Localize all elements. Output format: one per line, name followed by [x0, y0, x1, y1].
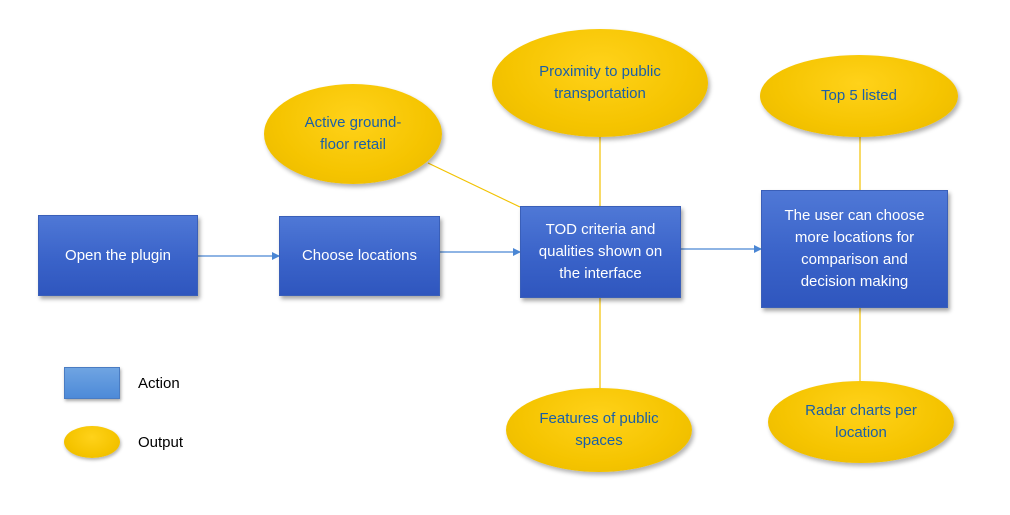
action-open-plugin: Open the plugin — [38, 215, 198, 296]
output-ground-floor-retail-label: Active ground-floor retail — [304, 114, 402, 153]
output-top5: Top 5 listed — [760, 55, 958, 137]
output-top5-label: Top 5 listed — [821, 87, 897, 104]
action-tod-criteria: TOD criteria and qualities shown on the … — [520, 206, 681, 298]
action-open-plugin-label: Open the plugin — [65, 246, 171, 264]
legend-action-swatch — [64, 367, 120, 399]
action-choose-locations-label: Choose locations — [301, 247, 418, 264]
action-tod-criteria-label: TOD criteria and qualities shown on the … — [538, 221, 663, 282]
legend-output-swatch — [64, 426, 120, 458]
action-user-choose-label: The user can choose more locations for c… — [784, 207, 925, 290]
output-radar-charts-label: Radar charts per location — [805, 402, 917, 441]
output-features-public-spaces-label: Features of public spaces — [539, 410, 659, 449]
action-user-choose: The user can choose more locations for c… — [761, 190, 948, 308]
output-proximity-transport-label: Proximity to public transportation — [539, 63, 661, 102]
output-features-public-spaces: Features of public spaces — [506, 388, 692, 472]
legend-action-label: Action — [138, 375, 180, 392]
legend-output-label: Output — [138, 434, 184, 451]
output-radar-charts: Radar charts per location — [768, 381, 954, 463]
output-proximity-transport: Proximity to public transportation — [492, 29, 708, 137]
output-ground-floor-retail: Active ground-floor retail — [264, 84, 442, 184]
connector-retail-to-tod — [427, 162, 521, 208]
action-choose-locations: Choose locations — [279, 216, 440, 296]
